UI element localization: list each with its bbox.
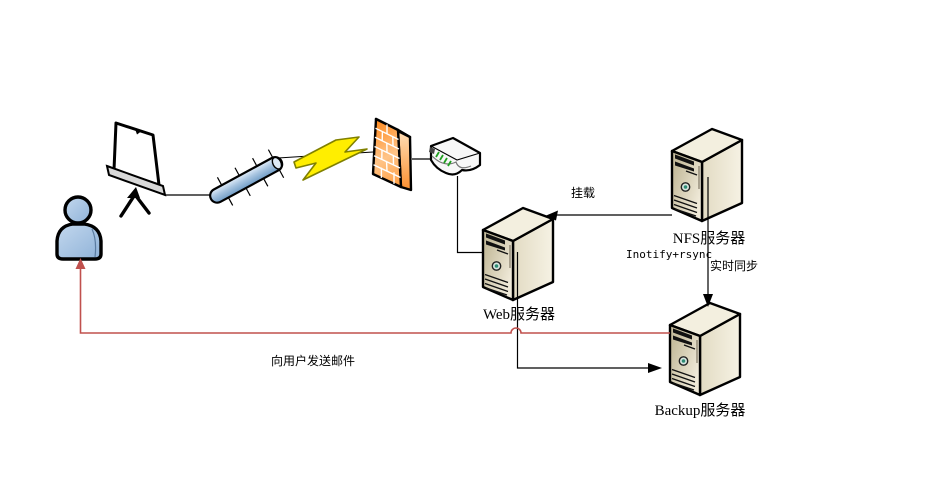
webserver-backup-line [516, 252, 649, 369]
brick-lines [373, 124, 401, 184]
router-led-lights [435, 151, 452, 167]
webserver-backup-arrowhead [648, 363, 662, 373]
backup-server-icon [668, 301, 742, 397]
projection-screen-icon [105, 121, 167, 218]
backup-user-redline [79, 268, 670, 334]
backup-server-label: Backup服务器 [654, 403, 746, 419]
nfs-server-icon [670, 127, 744, 223]
nfs-webserver-arrowhead [545, 210, 558, 221]
firewall-icon [371, 117, 413, 192]
router-icon [429, 136, 482, 176]
send-mail-label: 向用户发送邮件 [271, 354, 356, 368]
realtime-sync-label: 实时同步 [710, 259, 759, 273]
backup-user-red-arrowhead [75, 258, 86, 269]
lightning-bolt-icon [293, 136, 368, 181]
web-server-label: Web服务器 [482, 307, 556, 323]
antenna-icon [209, 149, 285, 206]
nfs-backup-arrowhead [703, 294, 713, 307]
nfs-server-label: NFS服务器 [672, 231, 746, 247]
inotify-rsync-label: Inotify+rsync [626, 248, 713, 261]
person-icon [55, 195, 103, 261]
router-webserver-line [456, 176, 482, 254]
mount-label: 挂载 [571, 186, 596, 200]
